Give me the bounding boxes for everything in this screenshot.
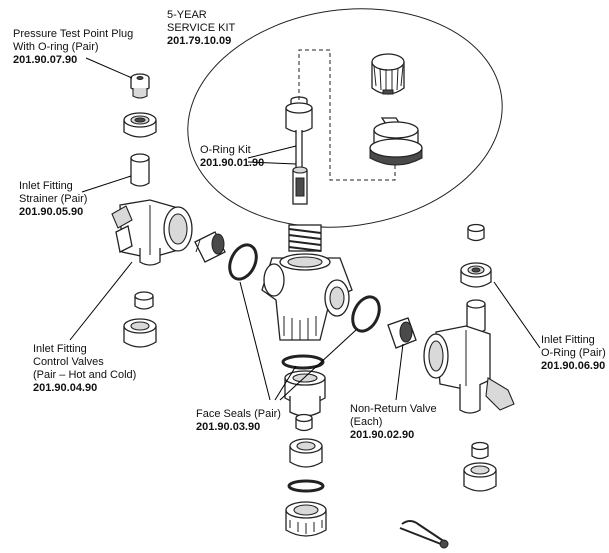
test-point-plug — [130, 73, 150, 99]
left-non-return-valve — [194, 231, 226, 263]
outlet-fitting — [284, 370, 326, 417]
leader-non-return — [395, 343, 404, 401]
mixing-valve-body — [261, 253, 353, 341]
right-small-plug — [471, 441, 489, 460]
face-seals-line1: Face Seals (Pair) — [196, 408, 281, 420]
leader-strainer — [81, 175, 132, 193]
inlet-oring-line2: O-Ring (Pair) — [541, 347, 606, 359]
test-plug-line1: Pressure Test Point Plug — [13, 28, 134, 40]
label-test-plug: Pressure Test Point Plug With O-ring (Pa… — [13, 28, 133, 67]
leader-test-plug — [85, 57, 133, 79]
right-bottom-nut — [463, 462, 497, 492]
left-bottom-nut — [123, 318, 157, 348]
outlet-o-ring — [287, 479, 325, 493]
label-service-kit: 5-YEAR SERVICE KIT 201.79.10.09 — [167, 9, 235, 48]
left-nut — [123, 112, 157, 138]
control-valves-line1: Inlet Fitting — [33, 343, 87, 355]
service-kit-ellipse — [187, 8, 503, 228]
oring-kit-code: 201.90.01.90 — [200, 157, 265, 169]
right-non-return-valve — [387, 317, 417, 349]
non-return-code: 201.90.02.90 — [350, 429, 415, 441]
right-control-valve — [423, 325, 515, 414]
leader-control-valves — [69, 261, 133, 341]
lower-o-ring — [281, 354, 325, 370]
right-plug — [467, 223, 485, 242]
spring — [288, 224, 322, 252]
inlet-oring-line1: Inlet Fitting — [541, 334, 595, 346]
left-face-seal — [228, 243, 258, 281]
label-strainer: Inlet Fitting Strainer (Pair) 201.90.05.… — [19, 180, 87, 219]
left-small-plug — [134, 291, 154, 310]
service-key — [399, 520, 449, 549]
leader-face-seal-mid — [274, 365, 297, 401]
leader-oring-kit-2 — [247, 161, 297, 165]
outlet-nut — [289, 438, 323, 468]
non-return-line2: (Each) — [350, 416, 383, 428]
strainer-line1: Inlet Fitting — [19, 180, 73, 192]
leader-inlet-oring — [493, 281, 541, 349]
strainer-code: 201.90.05.90 — [19, 206, 84, 218]
handle-cap — [371, 53, 405, 95]
cartridge — [285, 96, 313, 205]
leader-face-seal-left — [239, 281, 271, 401]
right-nut — [460, 262, 492, 288]
service-kit-line1: 5-YEAR — [167, 9, 207, 21]
service-kit-code: 201.79.10.09 — [167, 35, 232, 47]
face-seals-code: 201.90.03.90 — [196, 421, 261, 433]
outlet-small-plug — [295, 413, 313, 432]
label-face-seals: Face Seals (Pair) 201.90.03.90 — [196, 408, 281, 434]
leader-face-seal-right — [279, 329, 357, 401]
headwork — [369, 117, 423, 166]
control-valves-line2: Control Valves — [33, 356, 104, 368]
test-plug-code: 201.90.07.90 — [13, 54, 78, 66]
right-face-seal — [351, 295, 381, 333]
strainer-line2: Strainer (Pair) — [19, 193, 88, 205]
label-non-return: Non-Return Valve (Each) 201.90.02.90 — [350, 403, 437, 442]
oring-kit-line1: O-Ring Kit — [200, 144, 251, 156]
outlet-bottom-nut — [285, 501, 327, 537]
non-return-line1: Non-Return Valve — [350, 403, 437, 415]
leader-oring-kit — [247, 145, 297, 159]
inlet-oring-code: 201.90.06.90 — [541, 360, 606, 372]
left-control-valve — [111, 199, 193, 266]
service-kit-line2: SERVICE KIT — [167, 22, 236, 34]
label-oring-kit: O-Ring Kit 201.90.01.90 — [200, 144, 264, 170]
label-inlet-oring: Inlet Fitting O-Ring (Pair) 201.90.06.90 — [541, 334, 606, 373]
label-control-valves: Inlet Fitting Control Valves (Pair – Hot… — [33, 343, 136, 395]
left-strainer — [130, 153, 150, 187]
control-valves-line3: (Pair – Hot and Cold) — [33, 369, 137, 381]
control-valves-code: 201.90.04.90 — [33, 382, 98, 394]
test-plug-line2: With O-ring (Pair) — [13, 41, 99, 53]
